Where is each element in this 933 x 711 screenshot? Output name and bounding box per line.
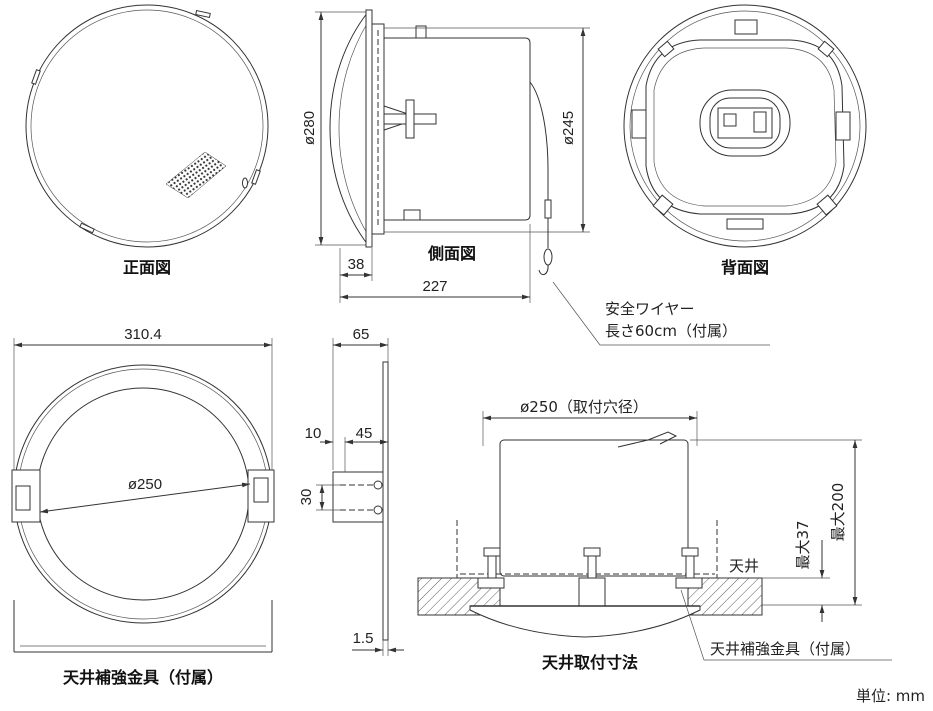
rear-clamp-bottom-right bbox=[816, 194, 838, 216]
mounting-view: ø250（取付穴径） 天井 最大200 最大37 天井補強金具（付属） 天井取付… bbox=[417, 398, 892, 672]
side-clamp-top bbox=[415, 25, 427, 39]
rear-terminal-connector bbox=[753, 111, 767, 133]
safety-wire-sleeve bbox=[544, 199, 552, 219]
mount-clamp-nut-center bbox=[583, 547, 601, 557]
dim-label-200: 最大200 bbox=[829, 483, 847, 542]
front-rim-mark bbox=[195, 9, 211, 19]
side-view-caption: 側面図 bbox=[427, 244, 476, 263]
rear-clamp-left bbox=[631, 109, 647, 139]
side-clamp-bottom bbox=[403, 209, 421, 221]
dim-line-bracket-hole bbox=[39, 482, 251, 514]
side-flange bbox=[365, 9, 373, 248]
bracket-caption: 天井補強金具（付属） bbox=[63, 668, 223, 687]
bracket-side-hole-upper bbox=[373, 480, 383, 490]
safety-wire-loop bbox=[543, 248, 553, 266]
rear-clamp-top-right bbox=[817, 40, 835, 58]
mounting-caption: 天井取付寸法 bbox=[542, 653, 638, 672]
dim-label-45: 45 bbox=[356, 425, 373, 442]
side-grille-dome bbox=[329, 10, 369, 247]
bracket-inner-ring bbox=[36, 387, 250, 601]
bracket-clamp-left-slot bbox=[15, 485, 31, 511]
dim-label-1-5: 1.5 bbox=[353, 630, 374, 647]
dim-label-10: 10 bbox=[305, 425, 322, 442]
dim-label-37: 最大37 bbox=[794, 520, 812, 569]
front-view-caption: 正面図 bbox=[123, 258, 171, 277]
front-rim-mark bbox=[79, 222, 95, 234]
mount-front-grille bbox=[469, 605, 701, 638]
bracket-callout-label: 天井補強金具（付属） bbox=[710, 640, 860, 658]
safety-wire-leader bbox=[552, 281, 770, 346]
safety-wire: 安全ワイヤー 長さ60cm（付属） bbox=[529, 81, 770, 346]
dim-label-280: ø280 bbox=[301, 111, 318, 145]
dim-label-30: 30 bbox=[298, 489, 315, 506]
front-outer-rim bbox=[25, 4, 269, 248]
mount-clamp-bar-center bbox=[578, 577, 606, 607]
rear-clamp-bottom-left bbox=[652, 194, 674, 216]
dim-label-bracket-hole: ø250 bbox=[128, 476, 162, 493]
front-rim-mark bbox=[31, 69, 41, 85]
front-indicator bbox=[242, 177, 248, 189]
dim-label-227: 227 bbox=[422, 278, 447, 295]
rear-clamp-right bbox=[835, 111, 851, 141]
safety-wire-hook bbox=[538, 264, 549, 276]
rear-view-caption: 背面図 bbox=[721, 258, 769, 277]
safety-wire-label: 安全ワイヤー bbox=[605, 300, 695, 318]
front-inner-rim bbox=[30, 9, 264, 243]
rear-clamp-top bbox=[734, 19, 758, 35]
side-body bbox=[383, 37, 531, 221]
rear-frame-inner bbox=[653, 47, 837, 207]
side-grille-inner bbox=[338, 21, 369, 236]
side-clamp-bolt bbox=[405, 99, 415, 139]
rear-terminal-screw bbox=[723, 113, 737, 127]
unit-label: 単位: mm bbox=[856, 687, 925, 705]
dim-label-65: 65 bbox=[353, 326, 370, 343]
bracket-side-arm bbox=[332, 471, 384, 523]
safety-wire-length: 長さ60cm（付属） bbox=[605, 322, 737, 340]
safety-wire-cable bbox=[529, 81, 549, 248]
dim-label-38: 38 bbox=[348, 256, 365, 273]
dim-label-mount-hole: ø250（取付穴径） bbox=[520, 398, 648, 416]
ceiling-label: 天井 bbox=[729, 557, 759, 575]
bracket-clamp-right-slot bbox=[253, 477, 269, 503]
mount-clamp-nut-right bbox=[681, 547, 699, 557]
side-view: ø280 ø245 38 227 側面図 bbox=[301, 9, 590, 303]
dim-label-310: 310.4 bbox=[124, 326, 162, 343]
mount-safety-wire bbox=[617, 431, 678, 448]
mount-clamp-bar-left bbox=[477, 577, 505, 589]
rear-inner-rim bbox=[629, 10, 861, 242]
front-rim-mark bbox=[251, 169, 261, 185]
rear-view: 背面図 bbox=[623, 4, 867, 277]
front-grille-pattern bbox=[165, 151, 227, 199]
front-view: 正面図 bbox=[25, 4, 269, 277]
rear-clamp-top-left bbox=[657, 40, 675, 58]
rear-clamp-bottom bbox=[726, 218, 764, 230]
bracket-side-hole-lower bbox=[373, 505, 383, 515]
bracket-callout-leader bbox=[680, 589, 892, 661]
bracket-side-plate bbox=[382, 361, 389, 641]
dim-label-245: ø245 bbox=[560, 111, 577, 145]
mount-clamp-nut-left bbox=[483, 547, 501, 557]
bracket-view: 310.4 ø250 天井補強金具（付属） bbox=[11, 326, 275, 687]
bracket-side-view: 65 10 45 30 1.5 bbox=[298, 326, 404, 656]
mount-clamp-bar-right bbox=[675, 577, 703, 589]
